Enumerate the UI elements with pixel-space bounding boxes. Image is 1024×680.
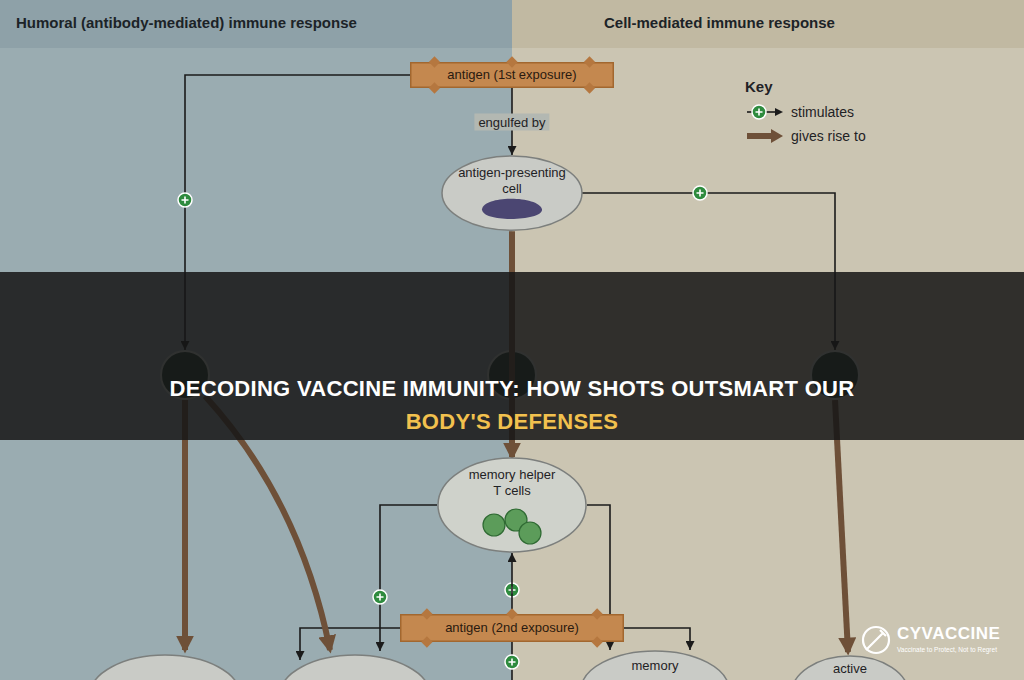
antigen-mark [584,82,595,93]
cell-ellipse [90,655,240,680]
logo-tagline: Vaccinate to Protect, Not to Regret [897,646,997,653]
node-text: antigen (1st exposure) [447,67,576,83]
logo-icon [863,627,889,653]
cell-ellipse [280,655,430,680]
antigen-mark [506,608,517,619]
cell-ellipse-fill [791,656,909,680]
stimulates-mark [178,193,192,207]
node-text: memory helper T cells [467,467,557,498]
edge-label: engulfed by [474,113,549,130]
stimulates-mark [693,186,707,200]
stimulates-mark [373,590,387,604]
legend-row: stimulates [745,100,866,124]
legend-sample [771,129,783,143]
pathway-arrow [511,553,513,614]
node-text: Humoral (antibody-mediated) immune respo… [16,14,357,32]
legend-text: gives rise to [791,128,866,145]
stimulates-mark [752,105,766,119]
antigen-mark [506,56,517,67]
title-band: DECODING VACCINE IMMUNITY: HOW SHOTS OUT… [0,272,1024,440]
header-strip [512,0,1024,48]
antigen-box: antigen (2nd exposure) [400,614,624,642]
stimulates-mark [756,109,763,116]
legend-text: stimulates [791,104,854,121]
antigen-mark [421,636,432,647]
logo-syringe [866,630,886,650]
antigen-box: antigen (1st exposure) [410,62,614,88]
antigen-mark [584,56,595,67]
antigen-mark [429,82,440,93]
node-text: antigen (2nd exposure) [445,620,579,636]
apc-cell-body [482,199,542,219]
cell-ellipse: memory helper T cells [437,457,587,553]
stimulates-mark [377,594,384,601]
legend-sample [745,104,785,120]
cell-ellipse: active [790,655,910,680]
node-text: memory [632,658,679,674]
stimulates-mark [697,190,704,197]
node-text: active [833,661,867,677]
logo-ring [863,627,889,653]
header-strip [0,0,512,48]
bottom-cells [90,655,430,680]
antigen-mark [429,56,440,67]
antigen-mark [591,608,602,619]
legend-sample [747,133,771,139]
antigen-mark [591,636,602,647]
antigen-mark [421,608,432,619]
legend-row: gives rise to [745,124,866,148]
cell-ellipse: antigen-presenting cell [441,155,583,231]
cell-ellipse-fill [581,651,729,680]
cell-ellipse-fill [442,156,582,230]
legend: stimulates gives rise to [745,100,866,148]
page-title: DECODING VACCINE IMMUNITY: HOW SHOTS OUT… [132,372,892,438]
cell-ellipse-fill [438,458,586,552]
legend-heading: Key [745,78,773,95]
stimulates-mark [509,659,516,666]
node-text: Cell-mediated immune response [604,14,835,32]
legend-sample [775,108,783,116]
pathway-arrow [624,628,690,650]
stimulates-mark [182,197,189,204]
cell-ellipse: memory [580,650,730,680]
logo-wordmark: CYVACCINE [897,624,1000,644]
node-text: antigen-presenting cell [456,165,568,196]
legend-sample [745,128,785,144]
t-cell [483,514,505,536]
t-cell [519,522,541,544]
stimulates-mark [505,655,519,669]
